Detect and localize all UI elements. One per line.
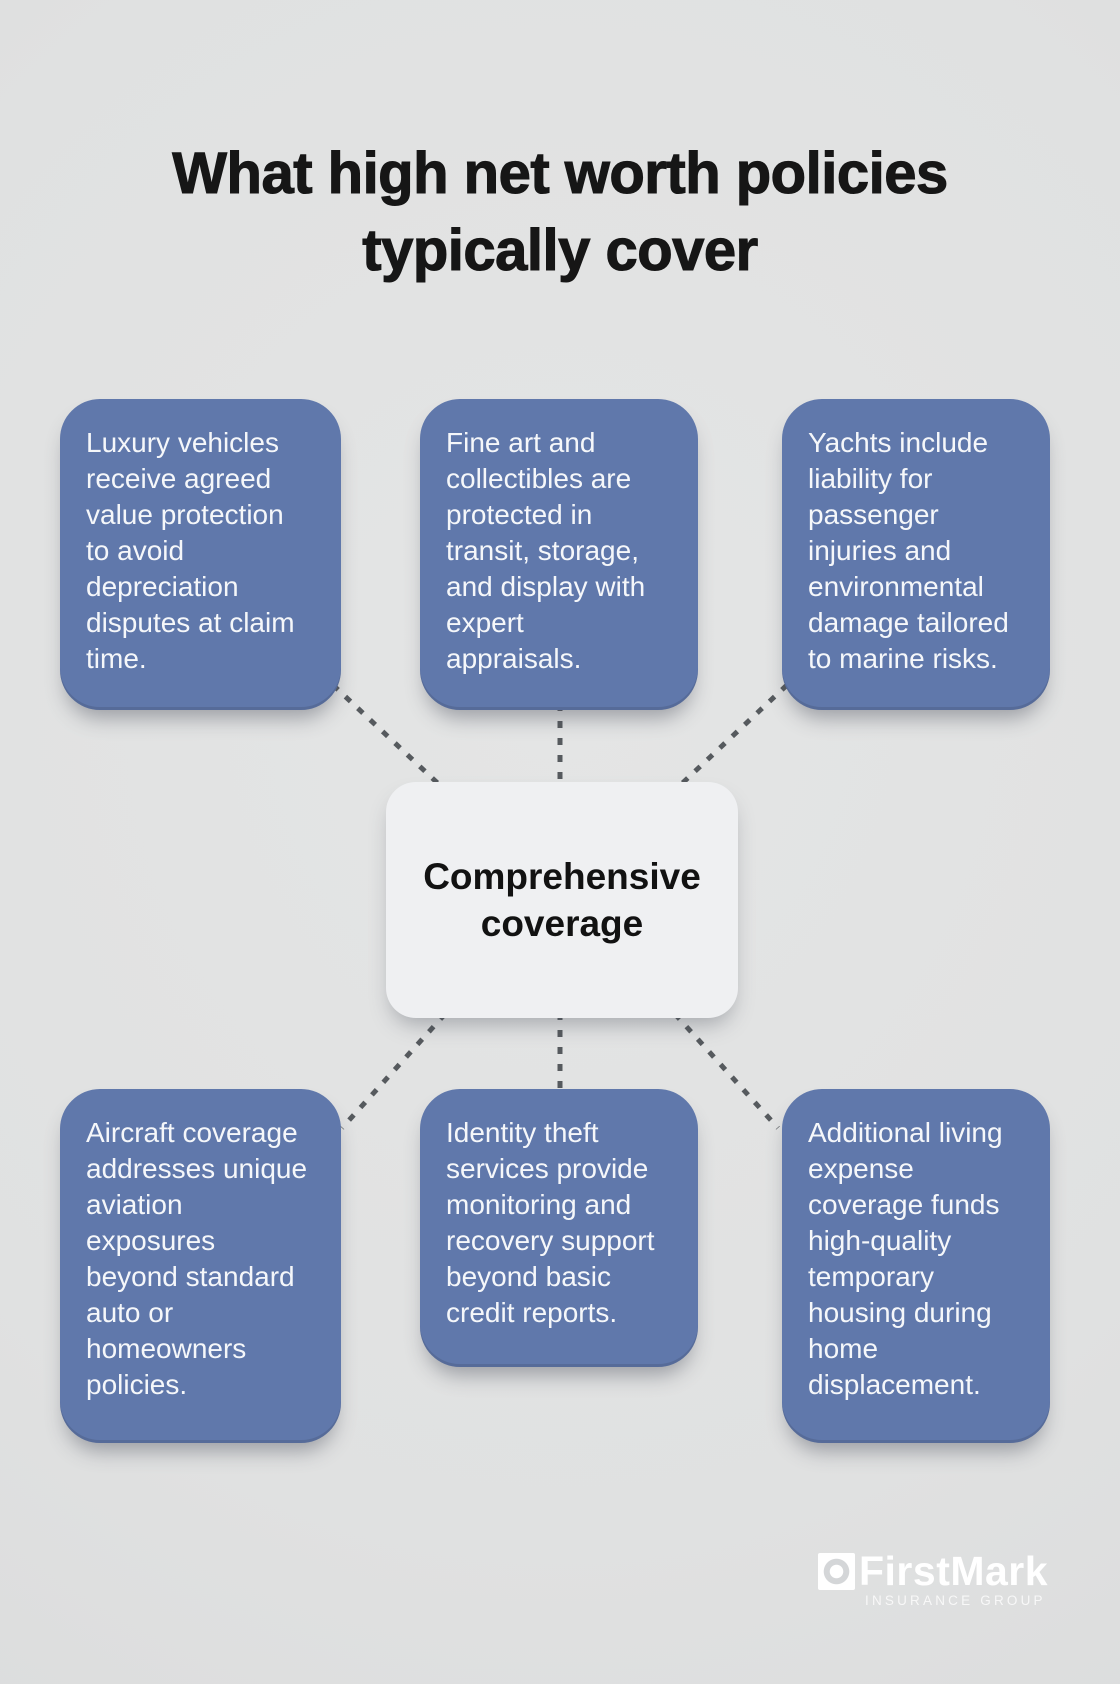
node-identity-theft-text: Identity theft services provide monitori… bbox=[446, 1117, 655, 1328]
brand-tagline: INSURANCE GROUP bbox=[865, 1593, 1046, 1608]
connector-yachts bbox=[673, 683, 789, 792]
brand-logo-row: FirstMark bbox=[818, 1548, 1049, 1594]
node-luxury-vehicles-text: Luxury vehicles receive agreed value pro… bbox=[86, 427, 295, 674]
brand-name: FirstMark bbox=[859, 1548, 1049, 1594]
brand-logo: FirstMark INSURANCE GROUP bbox=[818, 1548, 1049, 1608]
center-node: Comprehensive coverage bbox=[386, 782, 738, 1018]
page-title: What high net worth policies typically c… bbox=[172, 140, 949, 283]
firstmark-logo-icon bbox=[818, 1553, 855, 1590]
node-fine-art-text: Fine art and collectibles are protected … bbox=[446, 427, 646, 674]
center-node-label: Comprehensive coverage bbox=[423, 856, 701, 944]
node-yachts-text: Yachts include liability for passenger i… bbox=[808, 427, 1009, 674]
connector-luxury-vehicles bbox=[331, 683, 447, 792]
node-yachts: Yachts include liability for passenger i… bbox=[782, 399, 1050, 710]
node-additional-living-expense-text: Additional living expense coverage funds… bbox=[808, 1117, 1003, 1400]
node-additional-living-expense: Additional living expense coverage funds… bbox=[782, 1089, 1050, 1443]
node-luxury-vehicles: Luxury vehicles receive agreed value pro… bbox=[60, 399, 341, 710]
node-aircraft: Aircraft coverage addresses unique aviat… bbox=[60, 1089, 341, 1443]
node-fine-art: Fine art and collectibles are protected … bbox=[420, 399, 698, 710]
node-aircraft-text: Aircraft coverage addresses unique aviat… bbox=[86, 1117, 308, 1400]
node-identity-theft: Identity theft services provide monitori… bbox=[420, 1089, 698, 1367]
